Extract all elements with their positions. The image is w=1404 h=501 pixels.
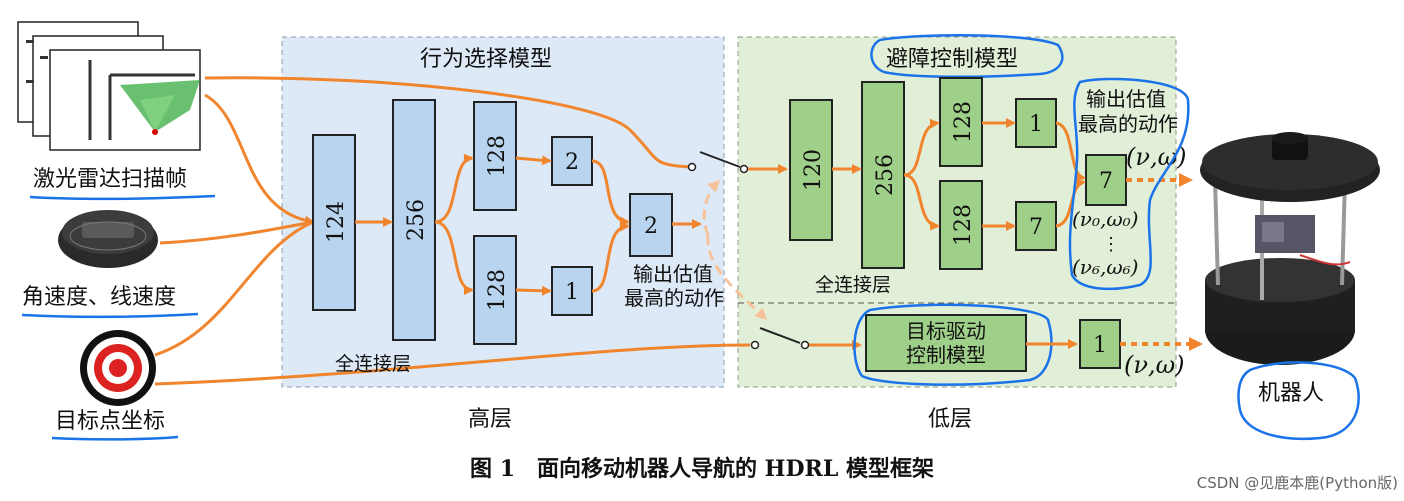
- target-underline: [51, 435, 179, 441]
- hl-node-1-text: 1: [565, 280, 579, 305]
- ll-node-1: [1015, 98, 1057, 148]
- goal-node: [1079, 319, 1121, 369]
- figure-caption: 图 1 面向移动机器人导航的 HDRL 模型框架: [470, 456, 934, 482]
- goal-action: (ν,ω): [1124, 351, 1185, 379]
- goal-model-text-2: 控制模型: [906, 343, 986, 367]
- goal-model-circle: [853, 303, 1053, 386]
- hl-node-256-text: 256: [404, 199, 429, 241]
- ll-node-256: [861, 81, 905, 269]
- ll-node-7-output-text: 7: [1099, 169, 1113, 194]
- low-level-title-circle: [870, 34, 1064, 79]
- velocity-label: 角速度、线速度: [22, 285, 176, 310]
- laser-label: 激光雷达扫描帧: [33, 167, 187, 192]
- selection-arrow-down: [706, 234, 768, 321]
- robot-label: 机器人: [1258, 381, 1324, 406]
- hl-node-128-bottom-text: 128: [485, 269, 510, 311]
- ll-action-last: (ν₆,ω₆): [1072, 255, 1138, 279]
- high-level-label: 高层: [468, 407, 512, 432]
- hl-node-1: [551, 266, 593, 316]
- hl-node-2-top-text: 2: [565, 150, 579, 175]
- high-level-title: 行为选择模型: [420, 47, 552, 72]
- ll-node-256-text: 256: [873, 154, 898, 196]
- ll-action-dots: ⋮: [1102, 234, 1120, 255]
- hl-node-128-top: [473, 101, 517, 211]
- goal-driven-model: [865, 314, 1027, 372]
- hl-layer-caption: 全连接层: [335, 353, 411, 375]
- low-level-title: 避障控制模型: [886, 47, 1018, 72]
- hl-output-caption-1: 输出估值: [633, 262, 713, 286]
- ll-node-7-mid-text: 7: [1029, 215, 1043, 240]
- hl-node-124-text: 124: [324, 201, 349, 243]
- input-arrows: [154, 76, 751, 386]
- ll-node-128-bottom: [939, 180, 983, 270]
- hl-node-256: [392, 99, 436, 341]
- watermark: CSDN @见鹿本鹿(Python版): [1197, 474, 1398, 492]
- hl-output-caption-2: 最高的动作: [624, 286, 724, 310]
- goal-model-text-1: 目标驱动: [906, 319, 986, 343]
- hl-node-128-top-text: 128: [485, 135, 510, 177]
- low-level-label: 低层: [928, 407, 972, 432]
- mobile-robot-icon: [1200, 132, 1380, 365]
- ll-node-128-top-text: 128: [951, 101, 976, 143]
- hl-node-2-top: [551, 136, 593, 186]
- hl-node-2-output-text: 2: [644, 214, 658, 239]
- ll-node-120: [789, 99, 833, 241]
- ll-layer-caption: 全连接层: [815, 274, 891, 296]
- switch-top: [687, 151, 749, 174]
- hl-node-124: [312, 134, 356, 311]
- laser-scan-frames: [17, 21, 201, 151]
- laser-underline: [29, 194, 216, 201]
- ll-output-caption-2: 最高的动作: [1078, 112, 1178, 136]
- velocity-underline: [21, 312, 199, 319]
- ll-node-1-text: 1: [1029, 112, 1043, 137]
- ll-action-top: (ν,ω): [1126, 143, 1187, 171]
- target-label: 目标点坐标: [55, 409, 165, 434]
- target-icon: [80, 330, 156, 406]
- hl-node-2-output: [629, 193, 673, 257]
- selection-arrow-up: [702, 179, 721, 236]
- ll-arrows: [832, 118, 1086, 231]
- ll-node-128-bottom-text: 128: [951, 204, 976, 246]
- ll-action-first: (ν₀,ω₀): [1072, 207, 1138, 231]
- robot-label-circle: [1237, 361, 1360, 441]
- ll-output-circle: [1068, 77, 1190, 291]
- hl-arrows: [355, 153, 702, 296]
- ll-output-caption-1: 输出估值: [1086, 87, 1166, 111]
- switch-bottom: [750, 327, 810, 350]
- goal-node-text: 1: [1093, 333, 1107, 358]
- ll-node-120-text: 120: [801, 149, 826, 191]
- odometry-robot-icon: [58, 210, 158, 268]
